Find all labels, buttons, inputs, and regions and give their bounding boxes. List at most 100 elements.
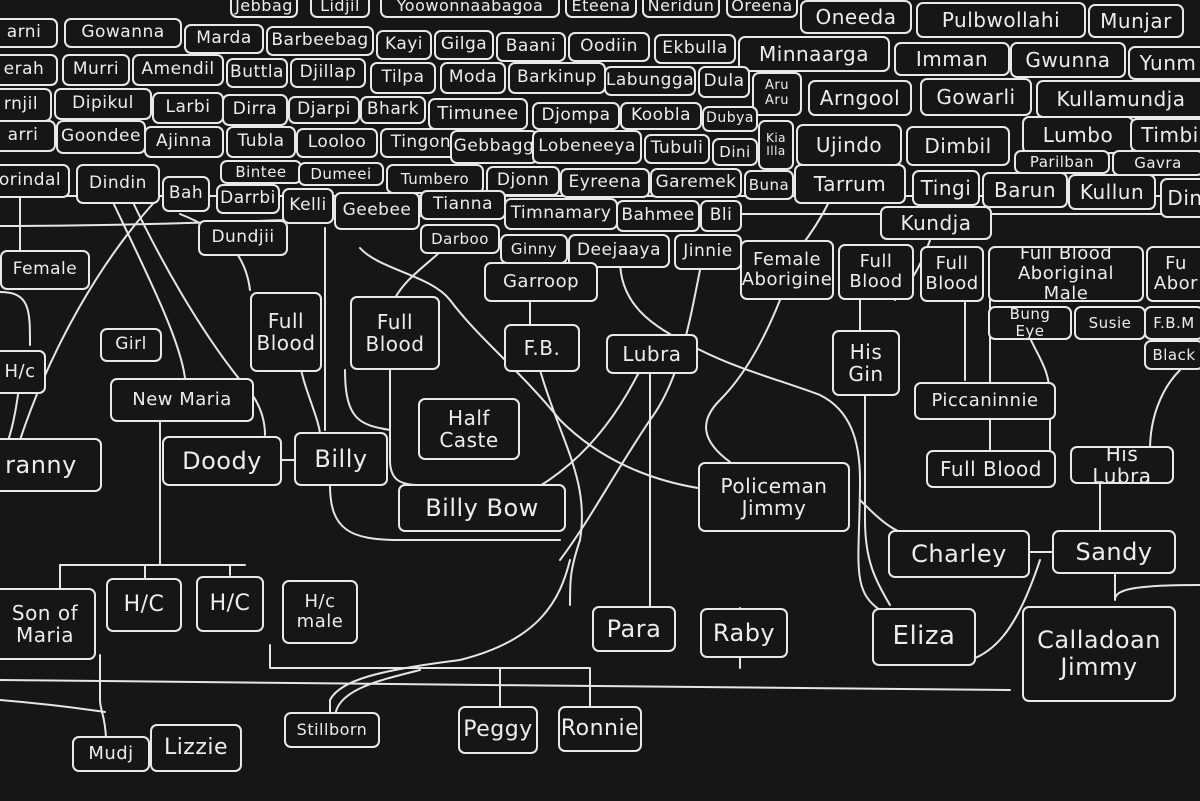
person-box-tianna: Tianna xyxy=(420,190,506,220)
person-box-tubuli: Tubuli xyxy=(644,134,710,164)
person-box-baani: Baani xyxy=(496,32,566,62)
person-box-larbi: Larbi xyxy=(152,92,224,124)
person-box-amendil: Amendil xyxy=(132,54,224,86)
person-box-piccaninnie: Piccaninnie xyxy=(914,382,1056,420)
connector xyxy=(539,369,583,606)
person-box-gavra: Gavra xyxy=(1112,150,1200,176)
person-box-darboo: Darboo xyxy=(420,224,500,254)
person-box-billybow: Billy Bow xyxy=(398,484,566,532)
person-box-doody: Doody xyxy=(162,436,282,486)
person-box-dindin: Dindin xyxy=(76,164,160,204)
person-box-kayi: Kayi xyxy=(376,30,432,60)
person-box-bli: Bli xyxy=(700,200,742,232)
person-box-orindal: orindal xyxy=(0,164,70,198)
person-box-fb: F.B. xyxy=(504,324,580,372)
person-box-djillap: Djillap xyxy=(290,58,366,88)
person-box-timnamary: Timnamary xyxy=(504,198,618,230)
person-box-gilga: Gilga xyxy=(434,30,494,60)
person-box-fullblood3: Full Blood xyxy=(838,244,914,300)
person-box-pulbwollahi: Pulbwollahi xyxy=(916,2,1086,38)
person-box-eyreena: Eyreena xyxy=(560,168,650,198)
person-box-bhark: Bhark xyxy=(360,96,426,124)
connector xyxy=(0,291,31,346)
person-box-oodiin: Oodiin xyxy=(568,32,650,62)
person-box-imman: Imman xyxy=(894,42,1010,76)
person-box-para: Para xyxy=(592,606,676,652)
connector xyxy=(129,195,266,436)
person-box-sonofmaria: Son of Maria xyxy=(0,588,96,660)
person-box-bahmee: Bahmee xyxy=(616,200,700,232)
person-box-granny: ranny xyxy=(0,438,102,492)
person-box-gebbagg: Gebbagg xyxy=(450,130,538,164)
person-box-fbam: Full Blood Aboriginal Male xyxy=(988,246,1144,302)
person-box-din: Din xyxy=(1160,178,1200,218)
person-box-arngool: Arngool xyxy=(808,80,912,116)
person-box-timunee: Timunee xyxy=(428,98,528,130)
person-box-arni: arni xyxy=(0,18,58,48)
connector xyxy=(0,679,1011,691)
person-box-yunm: Yunm xyxy=(1128,46,1200,80)
person-box-barun: Barun xyxy=(982,172,1068,208)
connector xyxy=(705,299,781,463)
person-box-mudj: Mudj xyxy=(72,736,150,772)
person-box-raby: Raby xyxy=(700,608,788,658)
person-box-dini: Dini xyxy=(712,138,758,166)
person-box-gwunna: Gwunna xyxy=(1010,42,1126,78)
person-box-kullun: Kullun xyxy=(1068,174,1156,210)
connector xyxy=(1114,572,1200,601)
person-box-fullblood4: Full Blood xyxy=(920,246,984,302)
person-box-djarpi: Djarpi xyxy=(288,96,360,124)
person-box-kelli: Kelli xyxy=(282,188,334,224)
person-box-fullblood5: Full Blood xyxy=(926,450,1056,488)
person-box-ajinna: Ajinna xyxy=(144,126,224,158)
person-box-dumeei: Dumeei xyxy=(298,162,384,186)
connector xyxy=(559,269,701,561)
connector xyxy=(99,654,107,739)
person-box-aruaru: Aru Aru xyxy=(752,72,802,116)
person-box-dimbil: Dimbil xyxy=(906,126,1010,166)
person-box-policeman: Policeman Jimmy xyxy=(698,462,850,532)
connector xyxy=(109,195,186,379)
person-box-kiailla: Kia Illa xyxy=(758,120,794,170)
person-box-tingon: Tingon xyxy=(380,128,462,158)
person-box-dubya: Dubya xyxy=(702,106,758,132)
person-box-lobeneeya: Lobeneeya xyxy=(532,130,642,164)
person-box-minnaarga: Minnaarga xyxy=(738,36,890,72)
person-box-dula: Dula xyxy=(698,66,750,98)
person-box-lubra: Lubra xyxy=(606,334,698,374)
person-box-halfcaste: Half Caste xyxy=(418,398,520,460)
person-box-hc-left: H/c xyxy=(0,350,46,394)
person-box-peggy: Peggy xyxy=(458,706,538,754)
person-box-murri: Murri xyxy=(62,54,130,86)
person-box-geebee: Geebee xyxy=(334,192,420,230)
person-box-dipikul: Dipikul xyxy=(54,88,152,120)
person-box-munjar: Munjar xyxy=(1088,4,1184,38)
connector xyxy=(329,559,571,719)
person-box-neridun: Neridun xyxy=(642,0,720,18)
person-box-fullblood2: Full Blood xyxy=(350,296,440,370)
person-box-bah: Bah xyxy=(162,176,210,212)
person-box-billy: Billy xyxy=(294,432,388,486)
person-box-dirra: Dirra xyxy=(222,94,288,126)
person-box-hc1: H/C xyxy=(106,578,182,632)
person-box-koobla: Koobla xyxy=(620,102,702,130)
person-box-oreena: Oreena xyxy=(726,0,798,18)
person-box-parilban: Parilban xyxy=(1014,150,1110,174)
person-box-moda: Moda xyxy=(440,62,506,94)
person-box-fuabor: Fu Abor xyxy=(1146,246,1200,302)
person-box-ginny: Ginny xyxy=(500,234,568,264)
person-box-kullamundja: Kullamundja xyxy=(1036,80,1200,118)
person-box-rnjil: rnjil xyxy=(0,88,52,122)
person-box-fbm: F.B.M xyxy=(1144,306,1200,340)
person-box-dundjii: Dundjii xyxy=(198,220,288,256)
person-box-gowarli: Gowarli xyxy=(920,78,1032,116)
person-box-eliza: Eliza xyxy=(872,608,976,666)
person-box-fullblood1: Full Blood xyxy=(250,292,322,372)
person-box-black: Black xyxy=(1144,340,1200,370)
connector xyxy=(969,559,1041,661)
connector xyxy=(864,395,891,606)
person-box-tingi: Tingi xyxy=(912,170,980,206)
person-box-newmaria: New Maria xyxy=(110,378,254,422)
